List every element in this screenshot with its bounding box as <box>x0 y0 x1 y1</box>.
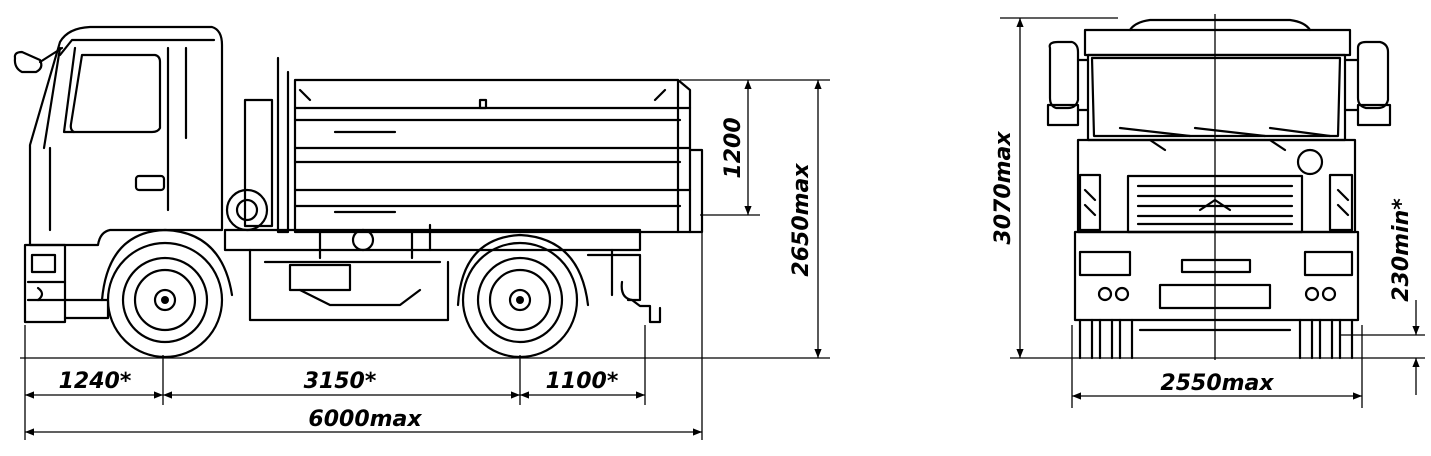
side-dim-guides <box>24 79 830 440</box>
dim-wheelbase: 3150* <box>304 369 377 394</box>
dim-rear-overhang: 1100* <box>546 369 619 394</box>
side-view: 1240* 3150* 1100* 6000max 1200 2650max <box>13 25 830 440</box>
front-dim-guides <box>1000 14 1425 408</box>
dim-overall-height: 2650max <box>789 163 814 277</box>
cab-side <box>13 25 224 324</box>
front-wheel <box>100 228 234 359</box>
front-view: 3070max 2550max 230min* <box>991 14 1425 408</box>
dim-ground-clearance: 230min* <box>1389 198 1414 302</box>
dim-cab-height: 3070max <box>991 131 1016 245</box>
spare-wheel <box>225 98 274 232</box>
chassis <box>223 223 662 324</box>
dim-overall-length: 6000max <box>308 407 422 432</box>
dim-overall-width: 2550max <box>1160 371 1274 396</box>
dump-body <box>276 56 704 234</box>
cab-front <box>1046 18 1392 360</box>
rear-wheel <box>456 233 590 359</box>
dim-body-height: 1200 <box>721 117 746 178</box>
dim-front-overhang: 1240* <box>59 369 132 394</box>
